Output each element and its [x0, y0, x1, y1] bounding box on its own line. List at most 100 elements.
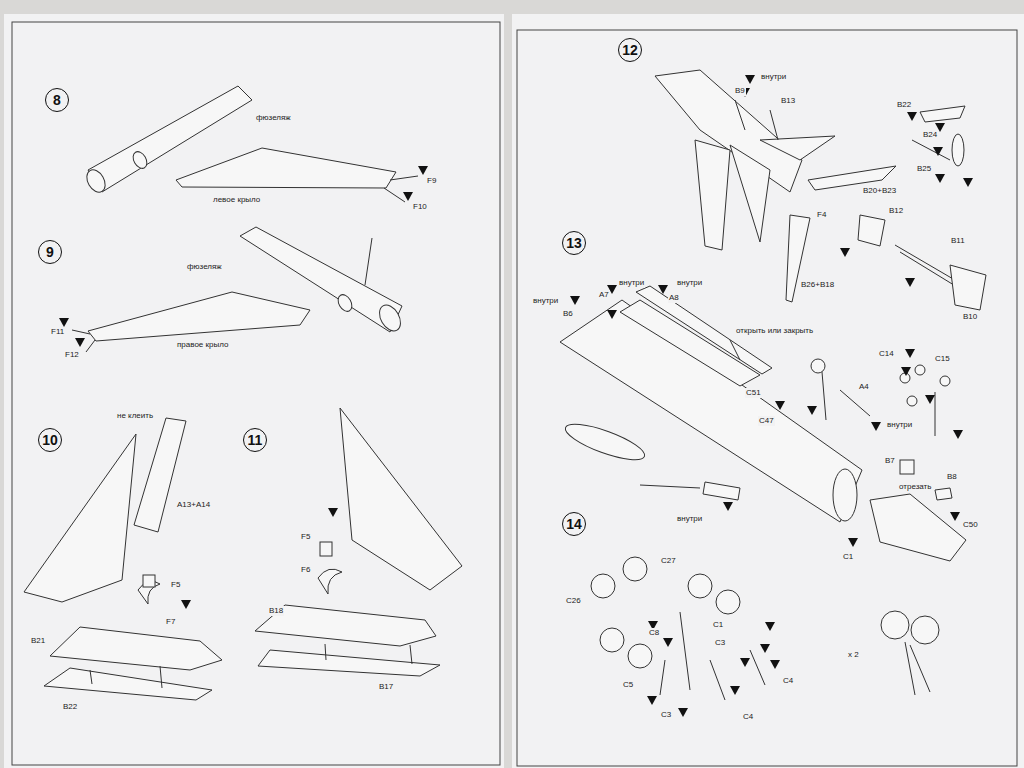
glue-marker	[663, 638, 673, 647]
part-label: C50	[962, 520, 979, 530]
part-label: F10	[412, 202, 428, 212]
wheel	[907, 396, 917, 406]
glue-marker	[75, 338, 85, 347]
part-label: B22	[62, 702, 78, 712]
glue-marker	[935, 174, 945, 183]
wheel	[881, 611, 909, 639]
part-label: B11	[950, 236, 966, 246]
glue-marker	[840, 248, 850, 257]
step-number-circle: 12	[618, 38, 642, 62]
part-label: F6	[300, 565, 311, 575]
glue-marker	[740, 658, 750, 667]
part-label: отрезать	[898, 482, 932, 492]
part-label: C5	[622, 680, 634, 690]
part-label: B10	[962, 312, 978, 322]
part-label: внутри	[618, 278, 645, 288]
fin-panel	[730, 145, 770, 242]
part-label: A7	[598, 290, 610, 300]
glue-marker	[905, 349, 915, 358]
part-label: B6	[562, 309, 574, 319]
step-number-circle: 8	[45, 88, 69, 112]
part	[920, 106, 965, 122]
part-label: B13	[780, 96, 796, 106]
part-label: C3	[714, 638, 726, 648]
part-label: B12	[888, 206, 904, 216]
part-label: C4	[782, 676, 794, 686]
wheel	[623, 557, 647, 581]
part-label: F5	[300, 532, 311, 542]
glue-marker	[907, 112, 917, 121]
glue-marker	[760, 644, 770, 653]
part-label: B26+B18	[800, 280, 835, 290]
stabilizer-bottom	[258, 650, 440, 676]
intake	[130, 149, 149, 171]
glue-marker	[775, 401, 785, 410]
glue-marker	[403, 192, 413, 201]
glue-marker	[933, 147, 943, 156]
step-number: 11	[248, 432, 263, 448]
part-label: C51	[745, 388, 762, 398]
right-frame	[517, 30, 1017, 766]
wheel	[600, 628, 624, 652]
part-label: правое крыло	[176, 340, 229, 350]
glue-marker	[181, 600, 191, 609]
step-number: 10	[42, 432, 58, 448]
part-label: C14	[878, 349, 895, 359]
part-label: внутри	[886, 420, 913, 430]
gear-leg	[935, 392, 936, 436]
part-label: F4	[816, 210, 827, 220]
glue-marker	[418, 166, 428, 175]
step-number-circle: 11	[243, 428, 267, 452]
part-rod	[912, 140, 950, 160]
glue-marker	[950, 512, 960, 521]
fuselage-end	[833, 469, 857, 521]
part-label: B17	[378, 682, 394, 692]
part	[703, 482, 740, 500]
step-number: 13	[566, 235, 582, 251]
leader	[730, 340, 740, 360]
part-label: фюзеляж	[255, 113, 292, 123]
gear-leg	[822, 372, 826, 420]
part-label: не клеить	[116, 411, 154, 421]
fin	[340, 408, 462, 590]
glue-marker	[607, 310, 617, 319]
fin	[24, 434, 136, 602]
step-number-circle: 9	[38, 240, 62, 264]
part-label: C8	[648, 628, 660, 638]
leader	[735, 100, 745, 130]
leader	[72, 330, 90, 334]
part-label: открыть или закрыть	[735, 326, 814, 336]
gear-rod	[750, 650, 765, 685]
part-b12	[858, 215, 885, 246]
part-label: x 2	[847, 650, 860, 660]
wheel	[900, 373, 910, 383]
stabilizer-bottom	[44, 668, 212, 700]
wheel	[688, 574, 712, 598]
part-label: B18	[268, 606, 284, 616]
step-number-circle: 10	[38, 428, 62, 452]
part-cap	[950, 265, 986, 310]
step-number: 14	[566, 516, 582, 532]
part-rod	[895, 245, 960, 283]
part-label: A8	[668, 293, 680, 303]
part	[952, 134, 964, 166]
glue-marker	[570, 296, 580, 305]
leader	[384, 188, 405, 202]
part-label: B21	[30, 636, 46, 646]
part-label: B7	[884, 456, 896, 466]
right-page	[512, 14, 1024, 768]
part-label: внутри	[676, 278, 703, 288]
left-wing	[176, 148, 396, 188]
nozzle	[83, 167, 109, 196]
glue-marker	[807, 406, 817, 415]
part-label: F12	[64, 350, 80, 360]
leader	[86, 340, 95, 352]
stabilizer-top	[255, 605, 436, 646]
step-number: 9	[46, 244, 54, 260]
part-label: C27	[660, 556, 677, 566]
leader	[365, 238, 372, 285]
step-number-circle: 13	[562, 231, 586, 255]
leader	[390, 176, 418, 180]
